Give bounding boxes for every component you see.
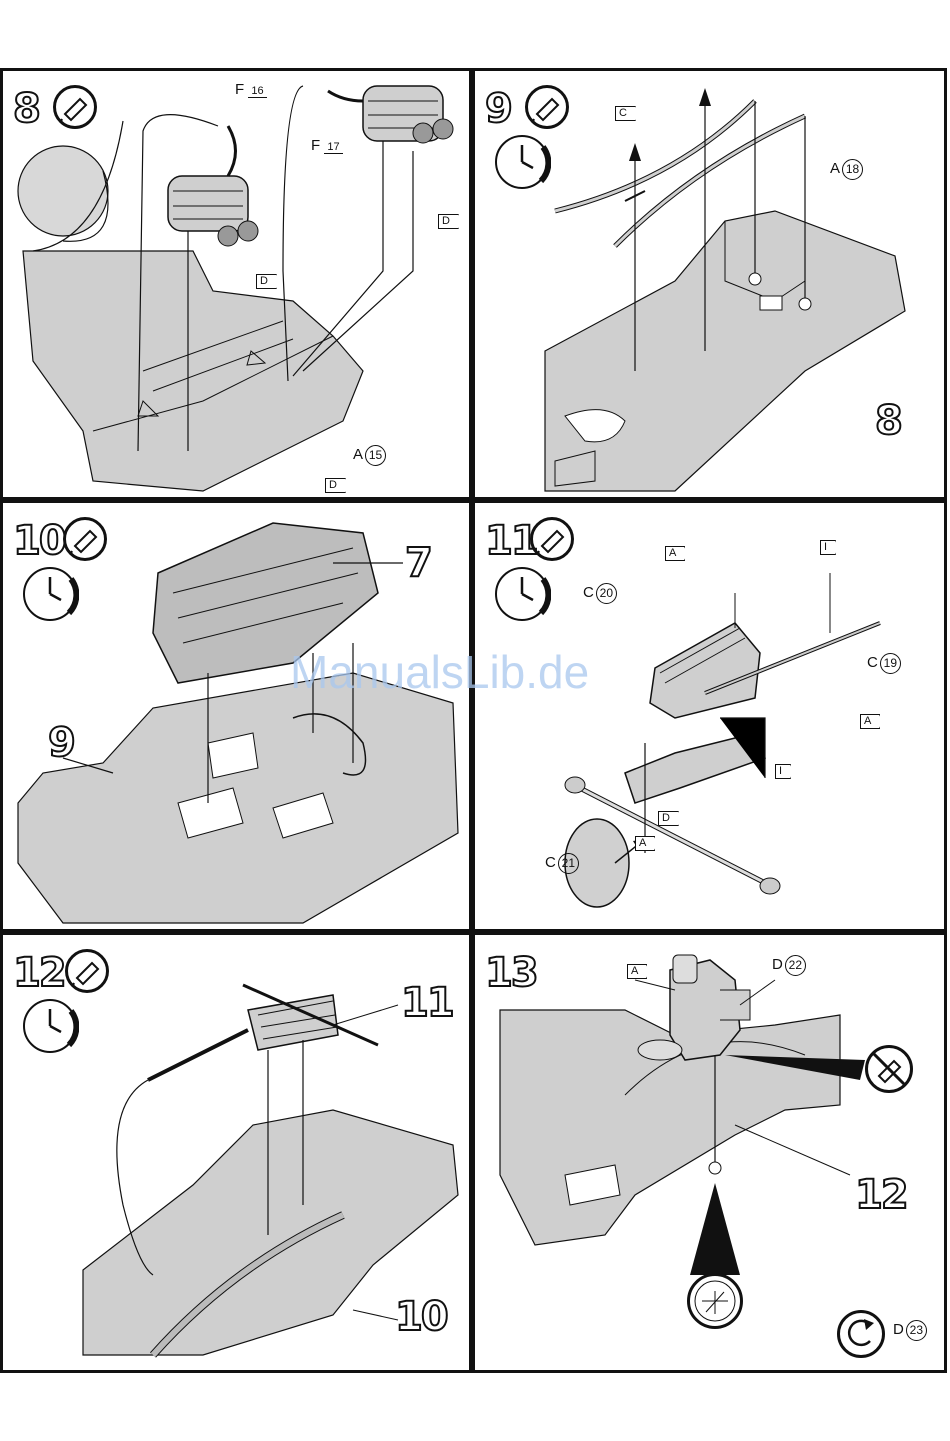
callout-a-tag: A [627,961,647,979]
clock-icon [21,997,79,1055]
clock-icon [21,565,79,623]
reference-part-number: 7 [405,543,431,583]
magnify-icon [687,1273,743,1329]
callout-a-tag: A [665,543,685,561]
triangle-badge: 17 [324,137,342,154]
step-number: 9 [485,89,511,129]
callout-d-tag: D [438,211,459,229]
reference-step-number: 10 [395,1297,447,1337]
callout-d-tag: D [325,475,346,493]
watermark: ManualsLib.de [290,645,589,699]
callout-i-tag: I [820,537,836,555]
glue-tube-icon [65,949,109,993]
callout-d-tag: D [658,808,679,826]
step-number: 8 [13,89,39,129]
triangle-badge: 16 [248,81,266,98]
glue-tube-icon [525,85,569,129]
callout-f16: F 16 [235,81,267,98]
clock-icon [493,133,551,191]
rotate-icon [837,1310,885,1358]
reference-step-number: 8 [875,401,901,441]
glue-tube-icon [63,517,107,561]
reference-step-number: 12 [855,1175,907,1215]
glue-tube-icon [53,85,97,129]
callout-d-tag: D [256,271,277,289]
no-glue-icon [865,1045,913,1093]
callout-a-tag: A [635,833,655,851]
step-number: 12 [13,953,65,993]
clock-icon [493,565,551,623]
reference-part-number: 11 [401,983,453,1023]
reference-step-number: 9 [48,723,74,763]
callout-i-tag: I [775,761,791,779]
callout-c-tag: C [615,103,636,121]
glue-tube-icon [530,517,574,561]
step-number: 10 [13,521,65,561]
callout-f17: F 17 [311,137,343,154]
step-number: 11 [485,521,537,561]
step-10-panel: 10 7 9 [0,500,472,932]
step-12-panel: 12 11 10 [0,932,472,1373]
step-8-illustration [3,71,472,500]
callout-a-tag: A [860,711,880,729]
step-number: 13 [485,953,537,993]
